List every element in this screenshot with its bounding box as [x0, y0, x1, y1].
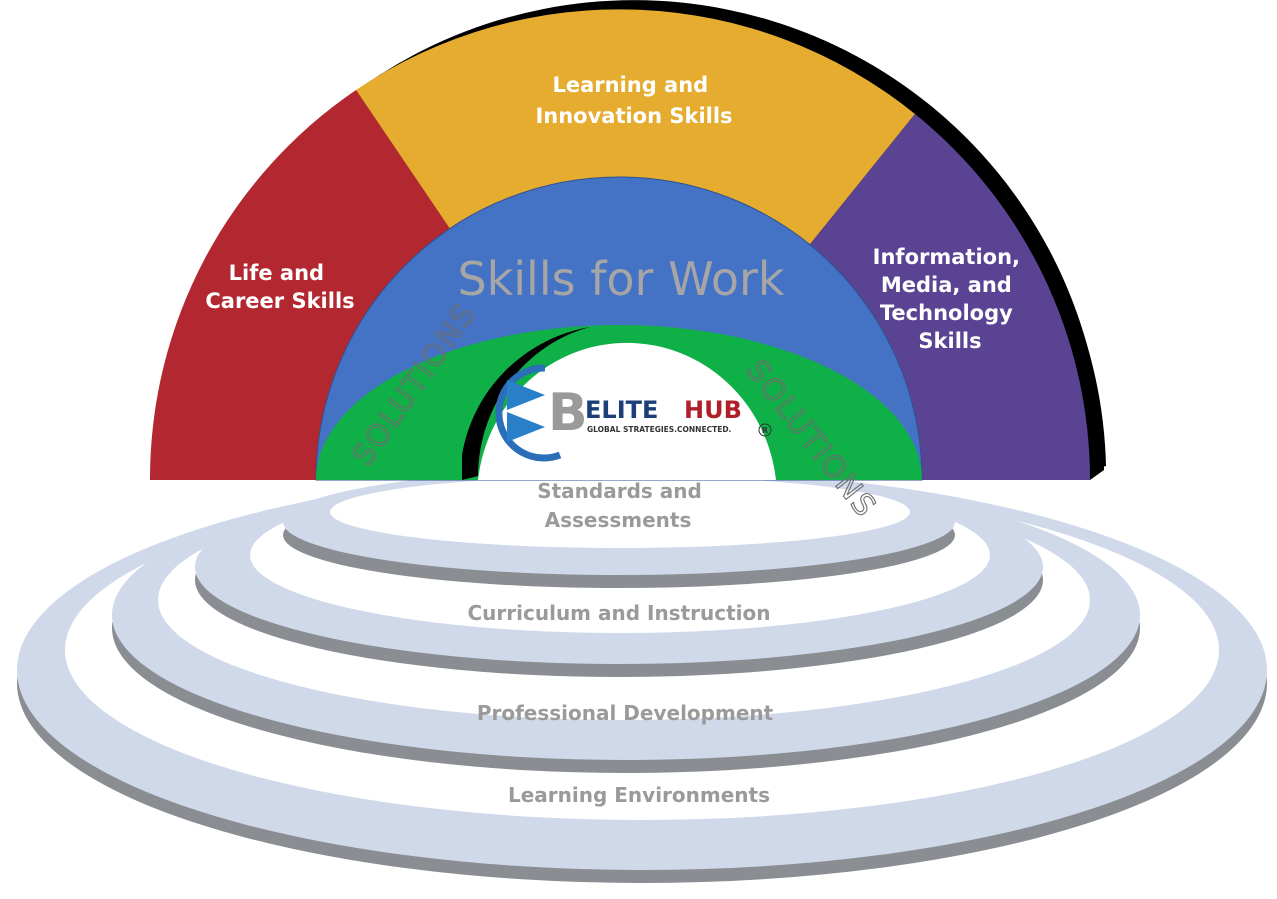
- svg-text:GLOBAL STRATEGIES.CONNECTED.: GLOBAL STRATEGIES.CONNECTED.: [587, 425, 732, 434]
- label-information-media: Information, Media, and Technology Skill…: [873, 245, 1028, 353]
- ring-standards-assessments: [283, 469, 955, 588]
- center-opening: [478, 342, 776, 480]
- label-skills-for-work: Skills for Work: [457, 252, 784, 306]
- label-professional-development: Professional Development: [477, 701, 774, 725]
- label-learning-innovation: Learning and Innovation Skills: [535, 73, 732, 128]
- svg-text:HUB: HUB: [684, 396, 742, 424]
- label-curriculum-instruction: Curriculum and Instruction: [468, 601, 771, 625]
- svg-text:R: R: [762, 426, 768, 435]
- label-life-career: Life and Career Skills: [205, 261, 354, 313]
- elite-hub-logo: B ELITE HUB GLOBAL STRATEGIES.CONNECTED.…: [495, 364, 772, 462]
- label-standards-assessments: Standards and Assessments: [537, 479, 709, 532]
- label-learning-environments: Learning Environments: [508, 783, 770, 807]
- svg-text:ELITE: ELITE: [585, 396, 658, 424]
- logo-b-mark: B: [548, 383, 588, 443]
